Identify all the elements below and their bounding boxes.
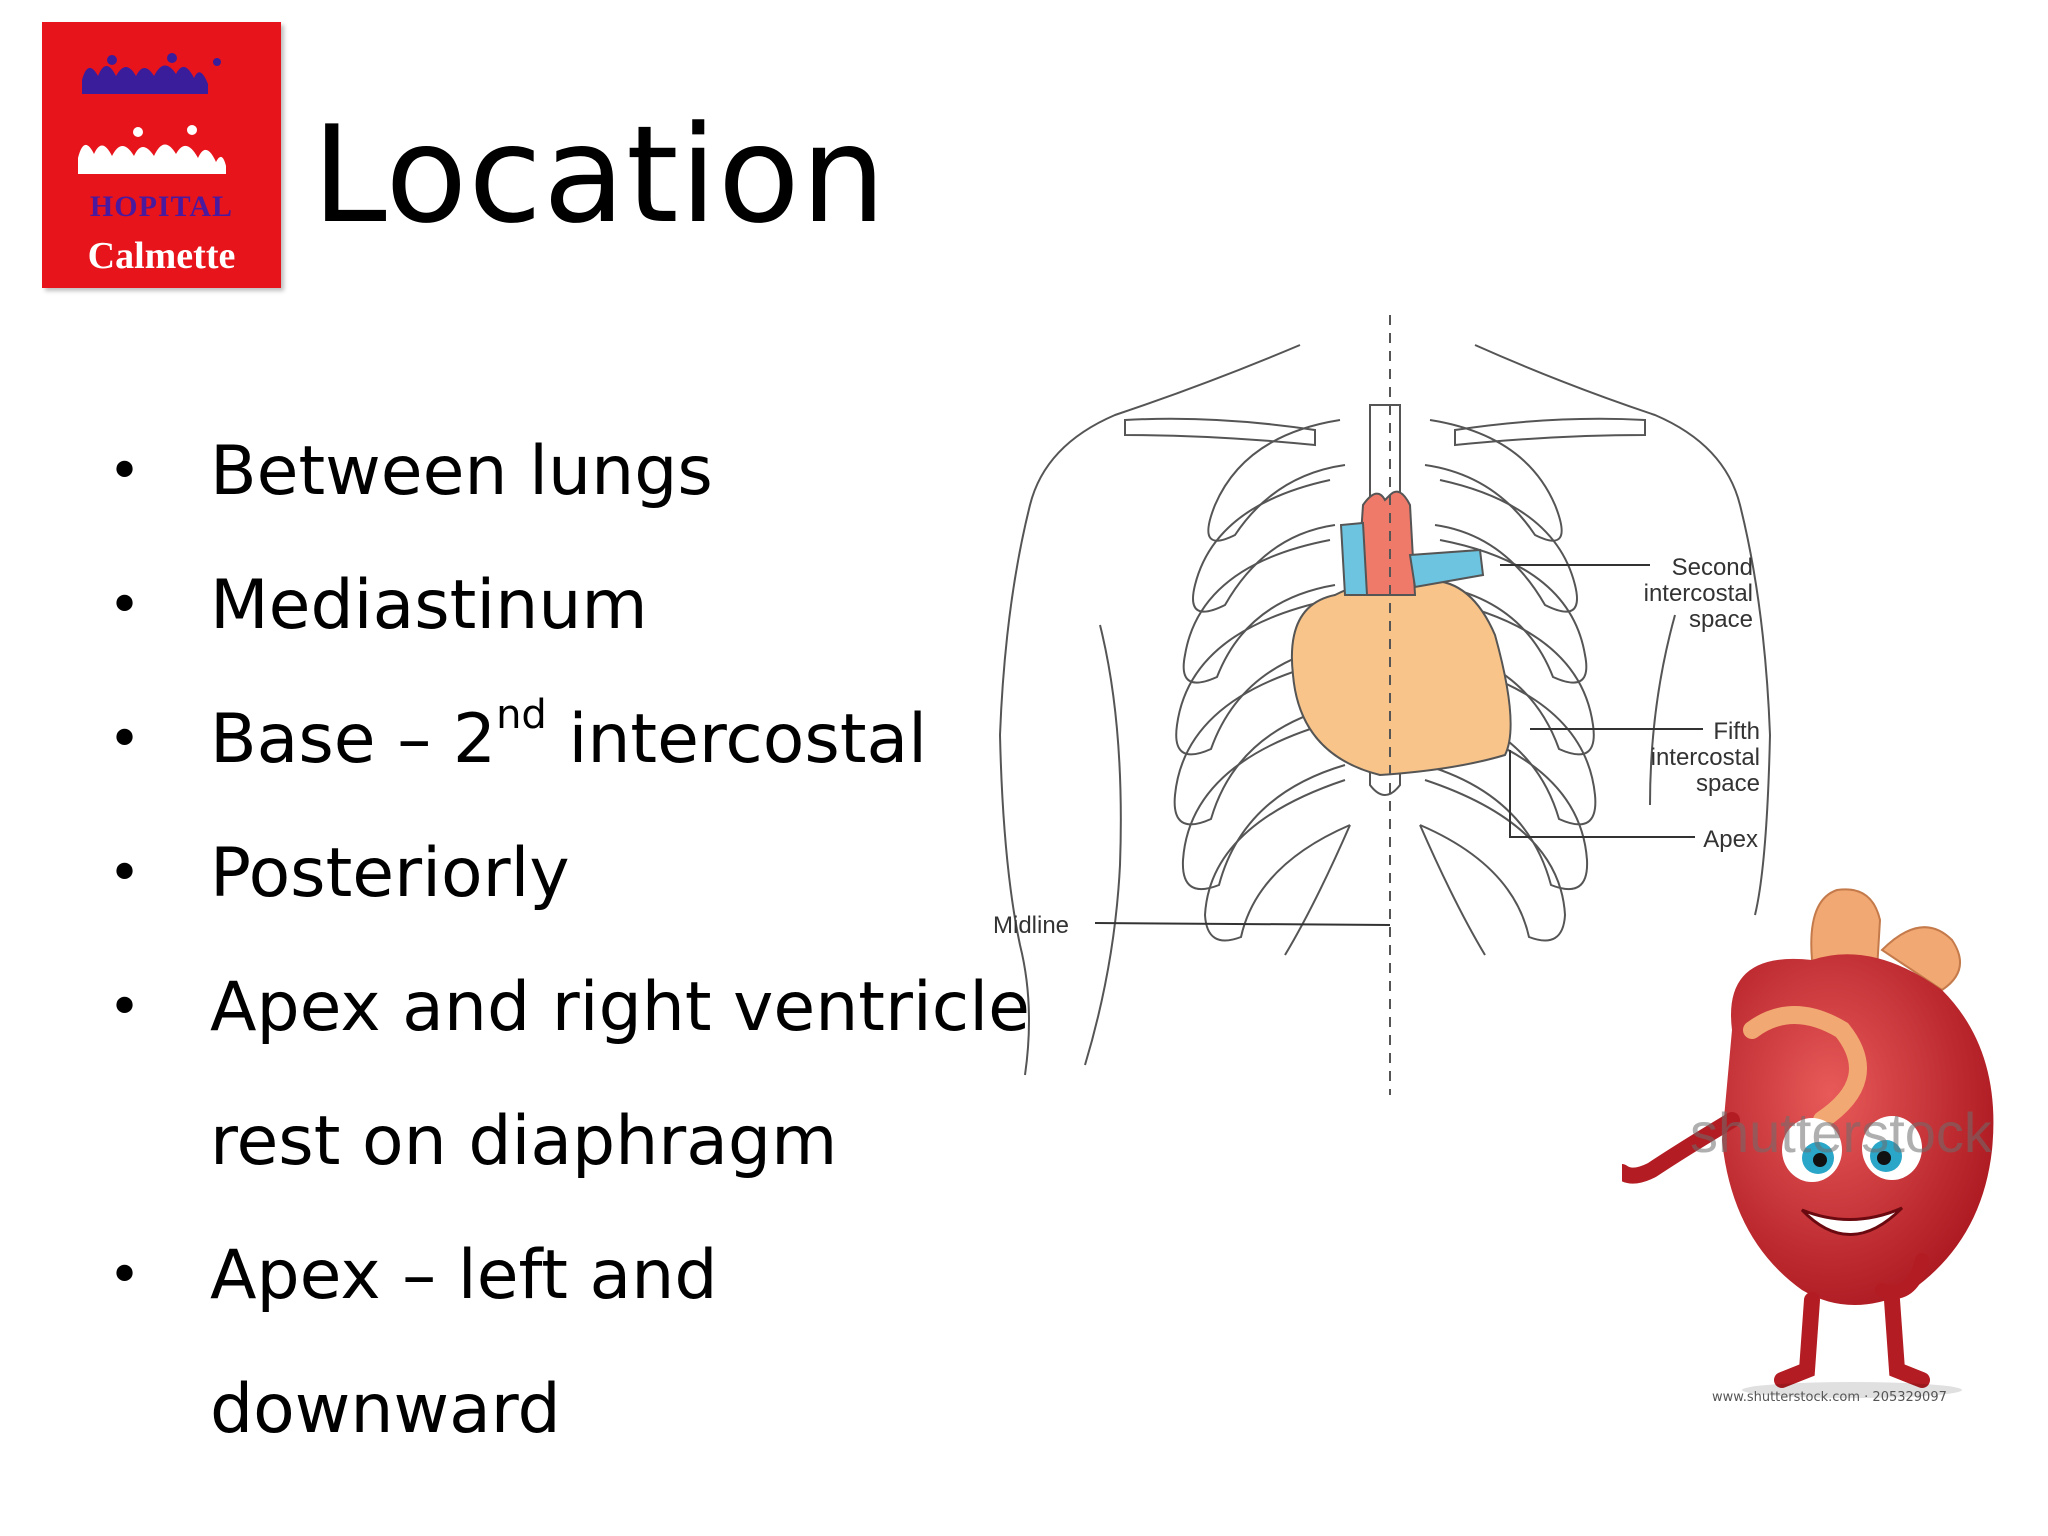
label-second-intercostal: intercostal — [1644, 580, 1753, 607]
bullet-text: rest on diaphragm — [210, 1102, 838, 1181]
bullet-text: Mediastinum — [210, 566, 648, 645]
torso-outline-right — [1474, 344, 1772, 916]
rib-cage — [1173, 404, 1597, 956]
khmer-script-logo-mark-2 — [78, 125, 226, 174]
chest-heart-diagram: Second intercostal space Fifth intercost… — [993, 315, 1772, 1095]
bullet-dot: • — [108, 573, 142, 638]
hospital-logo: HOPITAL Calmette — [42, 22, 281, 288]
stock-watermark: shutterstock — [1690, 1101, 1992, 1164]
bullet-dot: • — [108, 841, 142, 906]
khmer-script-logo-mark — [82, 53, 221, 94]
bullet-item: • Between lungs — [0, 405, 1030, 539]
bullet-item: • Mediastinum — [0, 539, 1030, 673]
torso-outline-left — [998, 344, 1301, 1076]
bullet-text: Posteriorly — [210, 834, 570, 913]
left-clavicle — [1124, 417, 1316, 447]
logo-text-calmette: Calmette — [87, 235, 236, 277]
bullet-dot: • — [108, 439, 142, 504]
left-arm-inner — [1084, 624, 1122, 1066]
bullet-dot: • — [108, 707, 142, 772]
cartoon-heart-mascot — [1622, 888, 1994, 1398]
bullet-continuation: rest on diaphragm — [0, 1075, 1030, 1209]
bullet-text: Base – 2 — [210, 700, 497, 779]
label-second: Second — [1672, 554, 1753, 581]
label-apex: Apex — [1703, 826, 1758, 853]
bullet-text-cont: intercostal — [546, 700, 928, 779]
bullet-dot: • — [108, 1243, 142, 1308]
right-arm-inner — [1649, 614, 1676, 806]
superscript: nd — [496, 692, 547, 739]
bullet-item: • Base – 2nd intercostal — [0, 673, 1030, 807]
stock-image-id: www.shutterstock.com · 205329097 — [1712, 1390, 1947, 1405]
label-fifth-space: space — [1696, 770, 1760, 797]
bullet-text: downward — [210, 1370, 561, 1449]
bullet-continuation: downward — [0, 1343, 1030, 1477]
bullet-text: Apex – left and — [210, 1236, 718, 1315]
heart-illustration — [1291, 490, 1512, 777]
bullet-item: • Apex – left and — [0, 1209, 1030, 1343]
bullet-item: • Posteriorly — [0, 807, 1030, 941]
bullet-item: • Apex and right ventricle — [0, 941, 1030, 1075]
bullet-list: • Between lungs • Mediastinum • Base – 2nd … — [0, 405, 1030, 1477]
bullet-text: Between lungs — [210, 432, 713, 511]
bullet-text: Apex and right ventricle — [210, 968, 1030, 1047]
logo-text-hopital: HOPITAL — [89, 190, 234, 223]
label-midline: Midline — [993, 912, 1069, 939]
slide-title: Location — [312, 97, 887, 253]
label-fifth-intercostal: intercostal — [1651, 744, 1760, 771]
label-second-space: space — [1689, 606, 1753, 633]
bullet-dot: • — [108, 975, 142, 1040]
right-clavicle — [1454, 417, 1646, 447]
label-fifth: Fifth — [1713, 718, 1760, 745]
